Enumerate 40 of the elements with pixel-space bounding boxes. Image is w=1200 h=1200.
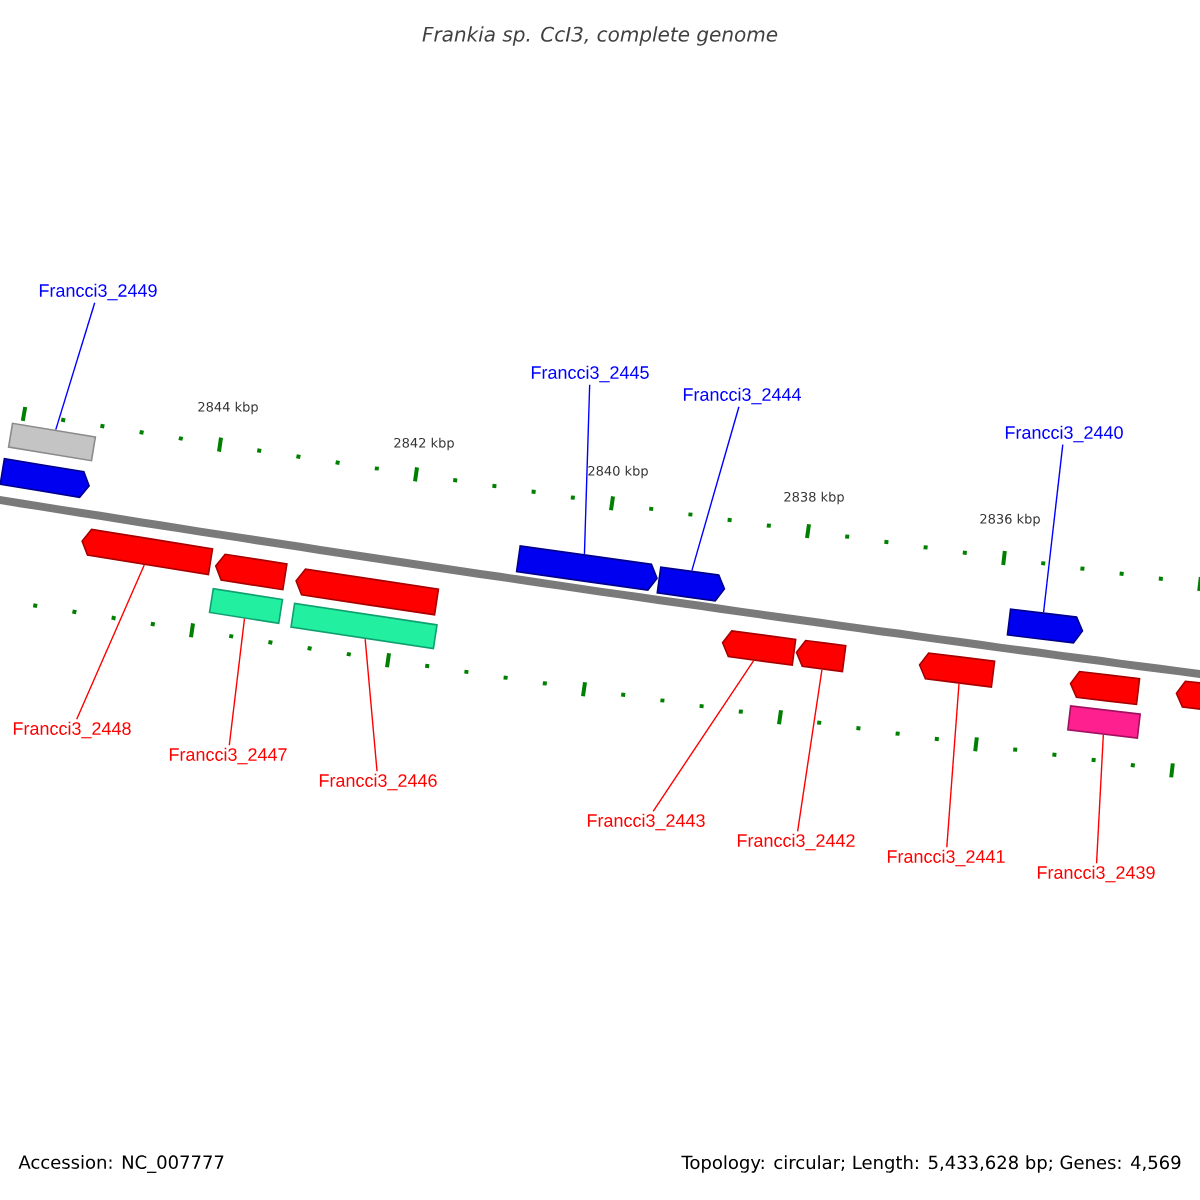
gene-label: Francci3_2439 <box>1037 865 1155 883</box>
leader-line <box>55 302 96 431</box>
gene-block <box>1006 608 1084 644</box>
accession-text: Accession: NC_007777 <box>18 1155 224 1173</box>
gene-bar <box>7 422 97 462</box>
leader-line <box>796 668 823 832</box>
gene-bar <box>290 602 438 650</box>
leader-line <box>946 683 960 848</box>
gene-label: Francci3_2447 <box>169 747 287 765</box>
leader-line <box>583 384 591 555</box>
genome-info-text: Topology: circular; Length: 5,433,628 bp; Genes: 4,569 <box>681 1155 1181 1173</box>
gene-block <box>721 630 797 667</box>
gene-bar <box>208 587 284 625</box>
gene-label: Francci3_2442 <box>737 833 855 851</box>
gene-label: Francci3_2443 <box>587 813 705 831</box>
gene-label: Francci3_2446 <box>319 773 437 791</box>
leader-line <box>691 406 740 572</box>
leader-line <box>228 618 246 746</box>
gene-block <box>214 553 288 591</box>
gene-block <box>81 528 214 576</box>
leader-line <box>364 638 378 772</box>
gene-block <box>1069 670 1141 706</box>
gene-block <box>795 639 847 673</box>
gene-label: Francci3_2444 <box>683 387 801 405</box>
leader-line <box>1042 444 1064 613</box>
gene-label: Francci3_2440 <box>1005 425 1123 443</box>
gene-block <box>295 568 440 616</box>
gene-label: Francci3_2445 <box>531 365 649 383</box>
title: Frankia sp. CcI3, complete genome <box>422 26 778 46</box>
gene-block <box>1175 680 1200 712</box>
gene-label: Francci3_2449 <box>39 283 157 301</box>
gene-block <box>918 652 996 688</box>
leader-line <box>76 564 145 720</box>
gene-label: Francci3_2441 <box>887 849 1005 867</box>
gene-block <box>0 457 91 499</box>
leader-line <box>652 660 755 812</box>
gene-label: Francci3_2448 <box>13 721 131 739</box>
leader-line <box>1095 734 1105 864</box>
gene-block <box>656 566 726 602</box>
gene-block <box>515 545 658 591</box>
